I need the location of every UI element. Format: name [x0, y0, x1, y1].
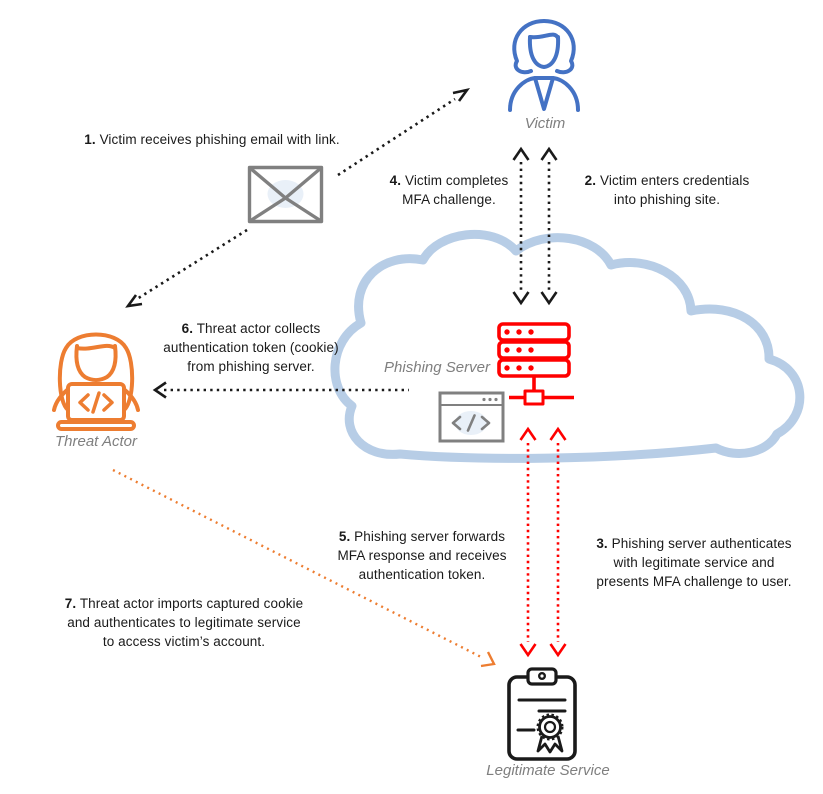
step-4-text: 4. Victim completes MFA challenge. [364, 171, 534, 209]
victim-node [500, 14, 588, 121]
threat-actor-label: Threat Actor [55, 433, 137, 450]
certificate-clipboard-icon [507, 667, 577, 761]
server-stack-icon [497, 322, 574, 406]
step-7-text: 7. Threat actor imports captured cookie … [34, 594, 334, 651]
step-2-number: 2. [584, 173, 597, 188]
step-3-text: 3. Phishing server authenticates with le… [572, 534, 816, 591]
arrow-phishing-to-threat-actor [152, 381, 409, 399]
envelope-icon [247, 165, 324, 224]
step-3-number: 3. [596, 536, 608, 551]
step-7-body: Threat actor imports captured cookie and… [67, 596, 304, 650]
arrow-victim-phishing-left [512, 146, 530, 306]
phishing-server-label: Phishing Server [384, 359, 490, 376]
arrow-email-to-victim [337, 88, 471, 177]
step-5-number: 5. [338, 529, 351, 544]
step-6-number: 6. [181, 321, 194, 336]
phishing-email-node [247, 165, 324, 229]
legitimate-service-label: Legitimate Service [486, 762, 610, 779]
arrow-phishing-legit-left [519, 426, 537, 658]
step-1-number: 1. [84, 132, 96, 147]
step-1-body: Victim receives phishing email with link… [99, 132, 340, 147]
step-7-number: 7. [64, 596, 77, 611]
step-3-body: Phishing server authenticates with legit… [596, 536, 792, 590]
step-6-text: 6. Threat actor collects authentication … [138, 319, 364, 376]
step-4-number: 4. [389, 173, 402, 188]
arrow-phishing-legit-right [549, 426, 567, 658]
step-5-text: 5. Phishing server forwards MFA response… [312, 527, 532, 584]
victim-label: Victim [524, 115, 566, 132]
person-icon [508, 19, 580, 112]
step-5-body: Phishing server forwards MFA response an… [337, 529, 507, 583]
phishing-server-node [497, 322, 575, 411]
step-2-body: Victim enters credentials into phishing … [600, 173, 750, 208]
step-1-text: 1. Victim receives phishing email with l… [52, 130, 372, 149]
arrow-email-to-threat-actor [125, 228, 248, 308]
arrow-threat-actor-to-legit [112, 468, 496, 668]
phishing-site-window [438, 391, 505, 448]
arrow-victim-phishing-right [540, 146, 558, 306]
step-6-body: Threat actor collects authentication tok… [163, 321, 339, 375]
step-4-body: Victim completes MFA challenge. [402, 173, 509, 208]
step-2-text: 2. Victim enters credentials into phishi… [560, 171, 774, 209]
threat-actor-node [44, 324, 148, 439]
hacker-at-laptop-icon [52, 332, 140, 431]
legitimate-service-node [505, 666, 579, 767]
code-window-icon [438, 391, 505, 443]
